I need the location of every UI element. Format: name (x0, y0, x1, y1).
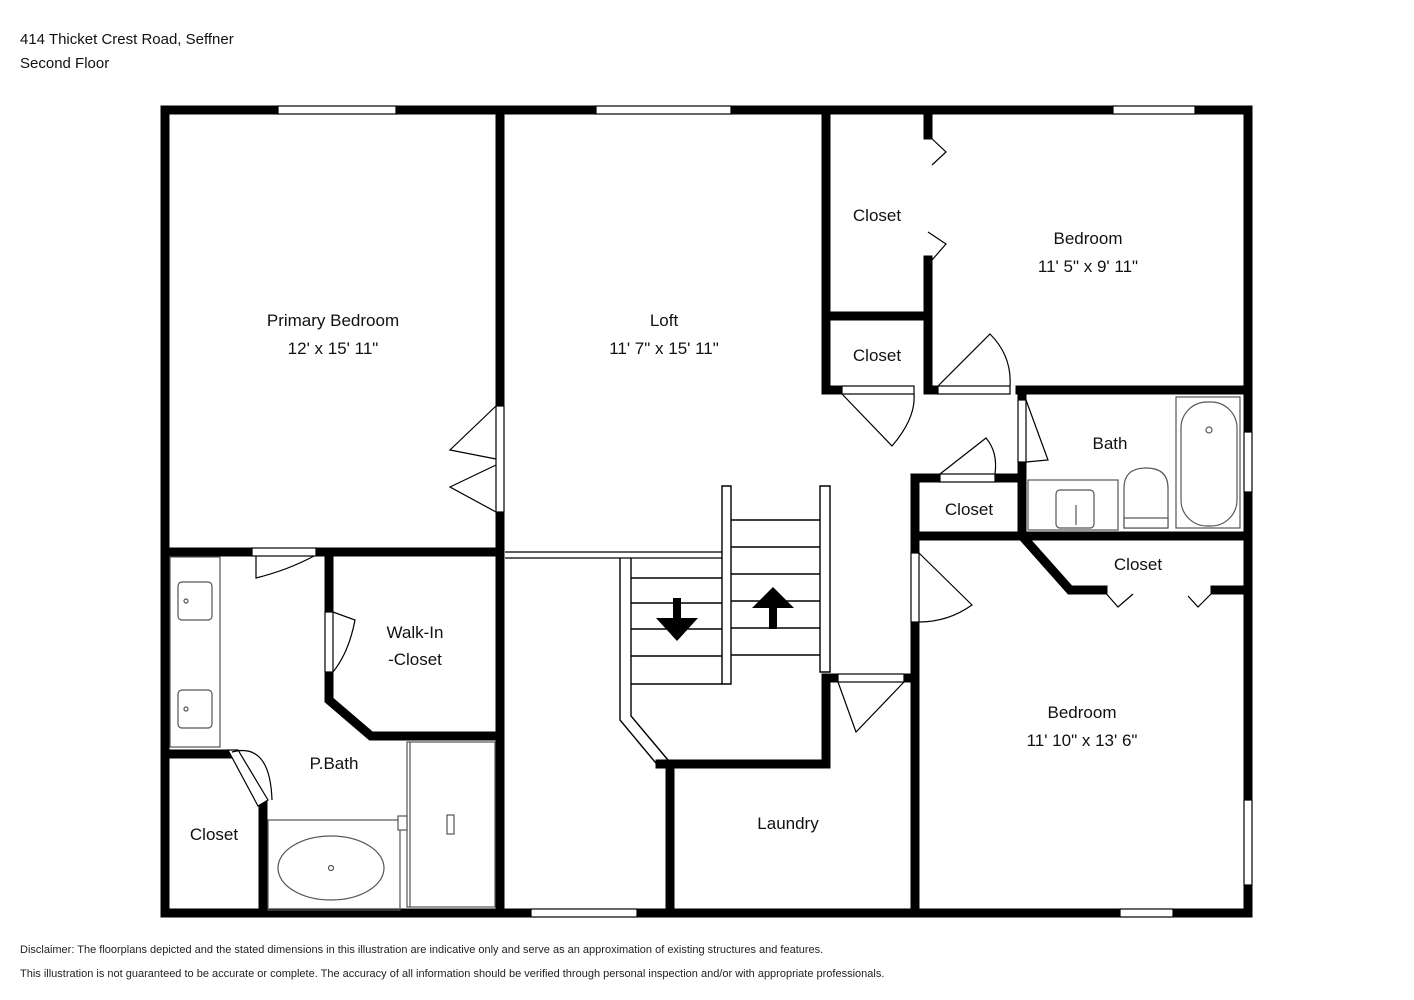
bedroom-ne-name: Bedroom (1054, 229, 1123, 248)
bath-label: Bath (1093, 434, 1128, 453)
walk-in-label-line1: Walk-In (387, 623, 444, 642)
doors (226, 134, 1216, 807)
disclaimer-line-2: This illustration is not guaranteed to b… (20, 968, 885, 980)
closet-hall-label: Closet (945, 500, 993, 519)
toilet-icon (1123, 467, 1169, 529)
loft-dims: 11' 7" x 15' 11" (609, 339, 719, 358)
sink-icon (177, 689, 213, 729)
windows (277, 105, 1253, 918)
sink-icon (177, 581, 213, 621)
p-bath-label: P.Bath (310, 754, 359, 773)
loft-name: Loft (650, 311, 679, 330)
staircase (505, 485, 831, 769)
bedroom-ne-dims: 11' 5" x 9' 11" (1038, 257, 1138, 276)
walls (160, 105, 1253, 918)
closet-ne-top-label: Closet (853, 206, 901, 225)
disclaimer-line-1: Disclaimer: The floorplans depicted and … (20, 944, 824, 956)
laundry-label: Laundry (757, 814, 819, 833)
plan-header: 414 Thicket Crest Road, Seffner Second F… (20, 28, 234, 76)
sink-icon (1055, 489, 1095, 529)
property-address: 414 Thicket Crest Road, Seffner (20, 31, 234, 48)
bathtub-icon (1180, 401, 1238, 527)
closet-sw-label: Closet (190, 825, 238, 844)
bedroom-se-dims: 11' 10" x 13' 6" (1027, 731, 1138, 750)
stair-arrow-down-icon (656, 598, 698, 641)
stair-arrow-up-icon (752, 587, 794, 629)
floor-label: Second Floor (20, 55, 110, 72)
room-labels: Primary Bedroom 12' x 15' 11" Loft 11' 7… (190, 206, 1162, 844)
closet-ne-mid-label: Closet (853, 346, 901, 365)
bedroom-se-name: Bedroom (1048, 703, 1117, 722)
walk-in-label-line2: -Closet (388, 650, 442, 669)
fixtures (169, 396, 1241, 911)
primary-bedroom-name: Primary Bedroom (267, 311, 399, 330)
primary-bedroom-dims: 12' x 15' 11" (288, 339, 379, 358)
shower-drain-icon (446, 814, 455, 835)
disclaimer: Disclaimer: The floorplans depicted and … (20, 938, 884, 986)
closet-se-label: Closet (1114, 555, 1162, 574)
